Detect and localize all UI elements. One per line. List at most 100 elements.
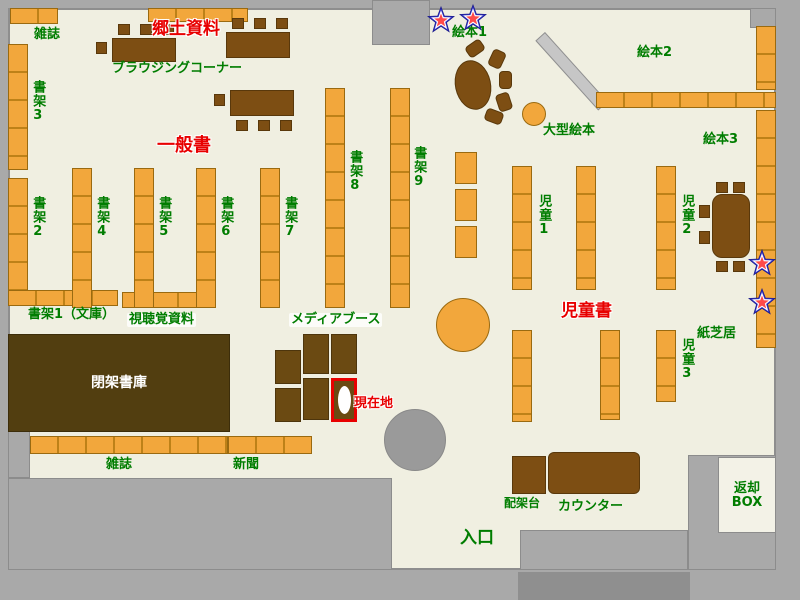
shelf-column-8 <box>325 88 345 308</box>
label-browsing-corner: ブラウジングコーナー <box>112 61 243 76</box>
shelf-column-5 <box>134 168 154 308</box>
round-reading-table <box>436 298 490 352</box>
label-return-box-line2: BOX <box>731 495 763 511</box>
label-shelf-3: 書架3 <box>30 80 46 124</box>
shelf-children-col-2 <box>656 166 676 290</box>
browsing-table <box>226 32 290 58</box>
media-booth <box>331 334 357 374</box>
label-children-books: 児童書 <box>561 301 612 321</box>
shelf-local-materials <box>148 8 248 22</box>
chair <box>214 94 225 106</box>
chair <box>280 120 292 131</box>
shelf-children-col-1 <box>512 166 532 290</box>
current-location-marker <box>337 386 351 414</box>
shelf-children-block-3 <box>455 226 477 258</box>
label-kamishibai: 紙芝居 <box>697 326 737 341</box>
chair <box>699 205 710 218</box>
label-shelf-4: 書架4 <box>94 196 110 240</box>
label-picture-books-2: 絵本2 <box>637 45 673 60</box>
label-general-books: 一般書 <box>157 135 211 156</box>
media-booth <box>303 334 329 374</box>
shelf-children-block-2 <box>455 189 477 221</box>
return-box-alcove <box>718 457 776 533</box>
label-shelf-6: 書架6 <box>218 196 234 240</box>
shelf-right-wall <box>756 110 776 348</box>
browsing-table <box>230 90 294 116</box>
label-shelf-1-bunko: 書架1（文庫） <box>28 307 116 322</box>
label-shelf-7: 書架7 <box>282 196 298 240</box>
media-booth <box>275 350 301 384</box>
label-shelving-stand: 配架台 <box>504 496 541 510</box>
shelf-children-col-5 <box>600 330 620 420</box>
label-counter: カウンター <box>558 499 624 514</box>
chair <box>232 18 244 29</box>
shelf-wall-2 <box>8 178 28 306</box>
label-local-materials: 郷土資料 <box>152 19 220 39</box>
label-children-1: 児童1 <box>536 194 552 238</box>
shelf-magazines-bottom <box>30 436 228 454</box>
shelf-children-col-4 <box>512 330 532 422</box>
chair <box>699 231 710 244</box>
shelf-wall-3 <box>8 44 28 170</box>
media-booth <box>275 388 301 422</box>
wall-bottom-dark <box>518 572 690 600</box>
label-magazines-top: 雑誌 <box>34 27 61 42</box>
star-icon <box>458 3 488 32</box>
label-shelf-8: 書架8 <box>347 150 363 194</box>
wall-top-protrusion <box>372 0 430 45</box>
chair <box>276 18 288 29</box>
shelf-children-block-1 <box>455 152 477 184</box>
chair <box>140 24 152 35</box>
label-media-booth: メディアブース <box>289 312 383 328</box>
shelf-picture-books-2 <box>596 92 776 108</box>
label-shelf-5: 書架5 <box>156 196 172 240</box>
shelf-column-4 <box>72 168 92 308</box>
label-magazines-bottom: 雑誌 <box>106 457 133 472</box>
chair <box>733 261 745 272</box>
label-children-3: 児童3 <box>679 338 695 382</box>
label-audiovisual: 視聴覚資料 <box>127 312 197 328</box>
shelf-newspapers <box>228 436 312 454</box>
counter-desk <box>548 452 640 494</box>
shelf-right-upper <box>756 26 776 90</box>
label-picture-books-1: 絵本1 <box>452 25 488 40</box>
star-icon <box>747 287 777 316</box>
label-picture-books-3: 絵本3 <box>703 132 739 147</box>
label-newspapers: 新聞 <box>233 457 260 472</box>
chair <box>258 120 270 131</box>
label-return-box-line1: 返却 <box>733 481 760 496</box>
chair <box>733 182 745 193</box>
label-shelf-9: 書架9 <box>411 146 427 190</box>
label-return-box: 返却 BOX <box>716 481 778 511</box>
media-booth <box>303 378 329 420</box>
large-picture-book-stand <box>522 102 546 126</box>
shelf-children-col-mid <box>576 166 596 290</box>
wall-corner-top-right <box>750 8 776 28</box>
chair <box>716 182 728 193</box>
chair <box>118 24 130 35</box>
label-entrance: 入口 <box>460 528 494 548</box>
shelf-column-6 <box>196 168 216 308</box>
shelf-column-9 <box>390 88 410 308</box>
shelving-cart-stand <box>512 456 546 494</box>
label-children-2: 児童2 <box>679 194 695 238</box>
shelf-children-col-3 <box>656 330 676 402</box>
chair <box>254 18 266 29</box>
chair <box>162 24 174 35</box>
shelf-magazines-top <box>10 8 58 24</box>
chair <box>96 42 107 54</box>
label-shelf-2: 書架2 <box>30 196 46 240</box>
chair <box>236 120 248 131</box>
wall-bottom-center <box>520 530 688 570</box>
shelf-column-7 <box>260 168 280 308</box>
label-current-location: 現在地 <box>354 396 394 411</box>
wall-bottom-left <box>8 478 392 570</box>
storytime-seat <box>499 71 512 89</box>
closed-stacks-area <box>8 334 230 432</box>
current-location-booth <box>331 378 357 422</box>
star-icon <box>747 248 777 277</box>
star-icon <box>426 5 456 34</box>
browsing-table <box>112 38 176 62</box>
closed-stacks-label: 閉架書庫 <box>91 375 147 391</box>
